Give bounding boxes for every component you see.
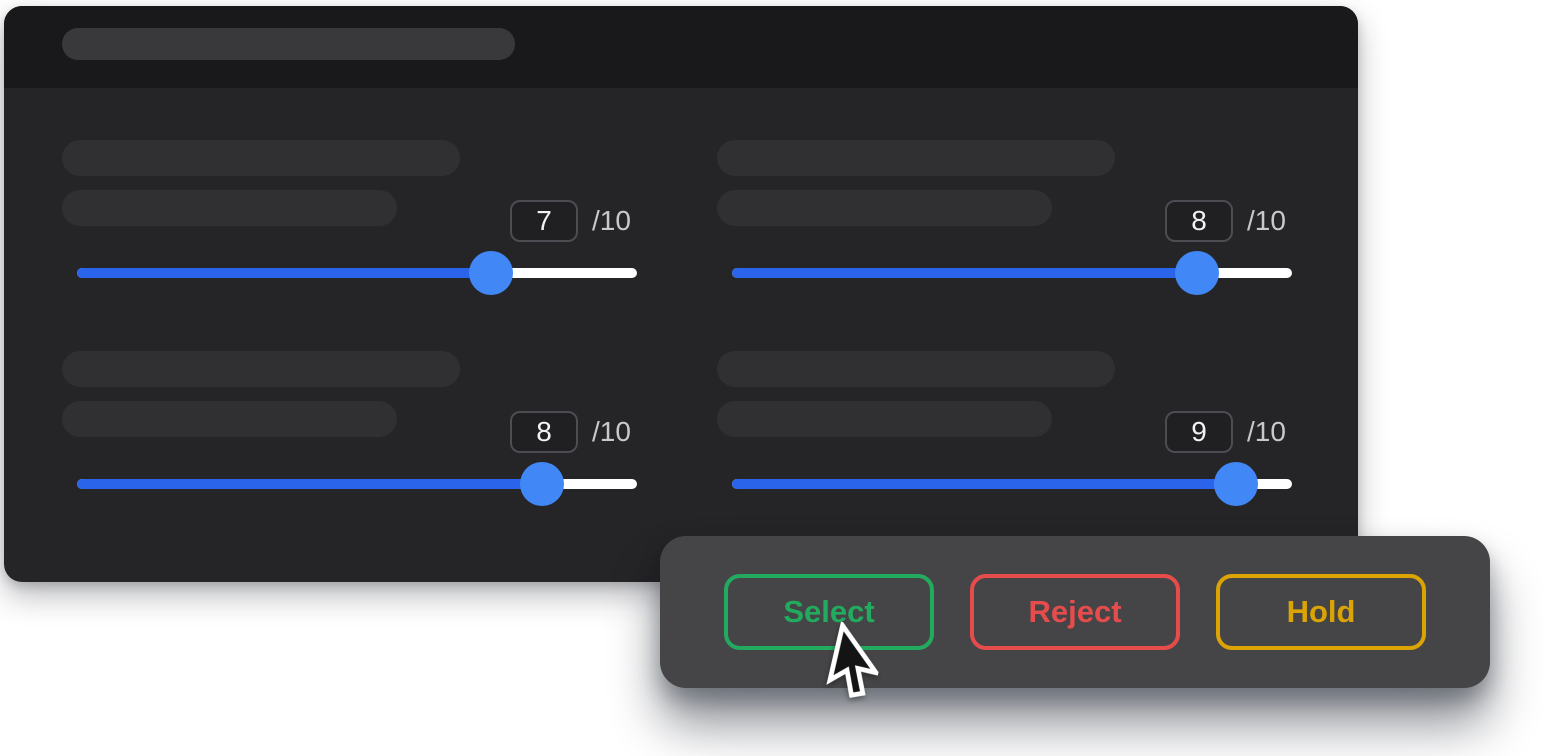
slider-thumb[interactable] <box>1174 251 1219 295</box>
score-input[interactable] <box>510 411 578 453</box>
score-input[interactable] <box>1165 200 1233 242</box>
action-toolbar: Select Reject Hold <box>660 536 1490 688</box>
rating-slider[interactable] <box>77 251 637 295</box>
score-max-label: /10 <box>1247 416 1286 447</box>
criterion-title-skeleton <box>62 351 460 387</box>
criterion-title-skeleton <box>62 140 460 176</box>
score-max-label: /10 <box>1247 205 1286 236</box>
slider-fill <box>732 268 1197 278</box>
rating-block-bottom-right: /10 <box>717 351 1327 506</box>
criterion-subtitle-skeleton <box>717 401 1052 437</box>
reject-button[interactable]: Reject <box>970 574 1180 650</box>
hold-button[interactable]: Hold <box>1216 574 1426 650</box>
criterion-subtitle-skeleton <box>62 401 397 437</box>
score-max-label: /10 <box>592 205 631 236</box>
slider-thumb[interactable] <box>519 462 564 506</box>
slider-fill <box>77 268 492 278</box>
slider-thumb[interactable] <box>1214 462 1258 506</box>
rating-slider[interactable] <box>732 251 1292 295</box>
rating-block-bottom-left: /10 <box>62 351 672 506</box>
criterion-title-skeleton <box>717 351 1115 387</box>
rating-block-top-right: /10 <box>717 140 1327 295</box>
header-title-skeleton <box>62 28 515 60</box>
slider-fill <box>77 479 542 489</box>
criterion-title-skeleton <box>717 140 1115 176</box>
slider-fill <box>732 479 1236 489</box>
score-input[interactable] <box>1165 411 1233 453</box>
select-button[interactable]: Select <box>724 574 934 650</box>
criterion-subtitle-skeleton <box>62 190 397 226</box>
window-header <box>4 6 1358 88</box>
review-window: /10 /10 /10 <box>4 6 1358 582</box>
rating-slider[interactable] <box>77 462 637 506</box>
rating-block-top-left: /10 <box>62 140 672 295</box>
score-max-label: /10 <box>592 416 631 447</box>
score-input[interactable] <box>510 200 578 242</box>
rating-slider[interactable] <box>732 462 1292 506</box>
slider-thumb[interactable] <box>469 251 514 295</box>
criterion-subtitle-skeleton <box>717 190 1052 226</box>
